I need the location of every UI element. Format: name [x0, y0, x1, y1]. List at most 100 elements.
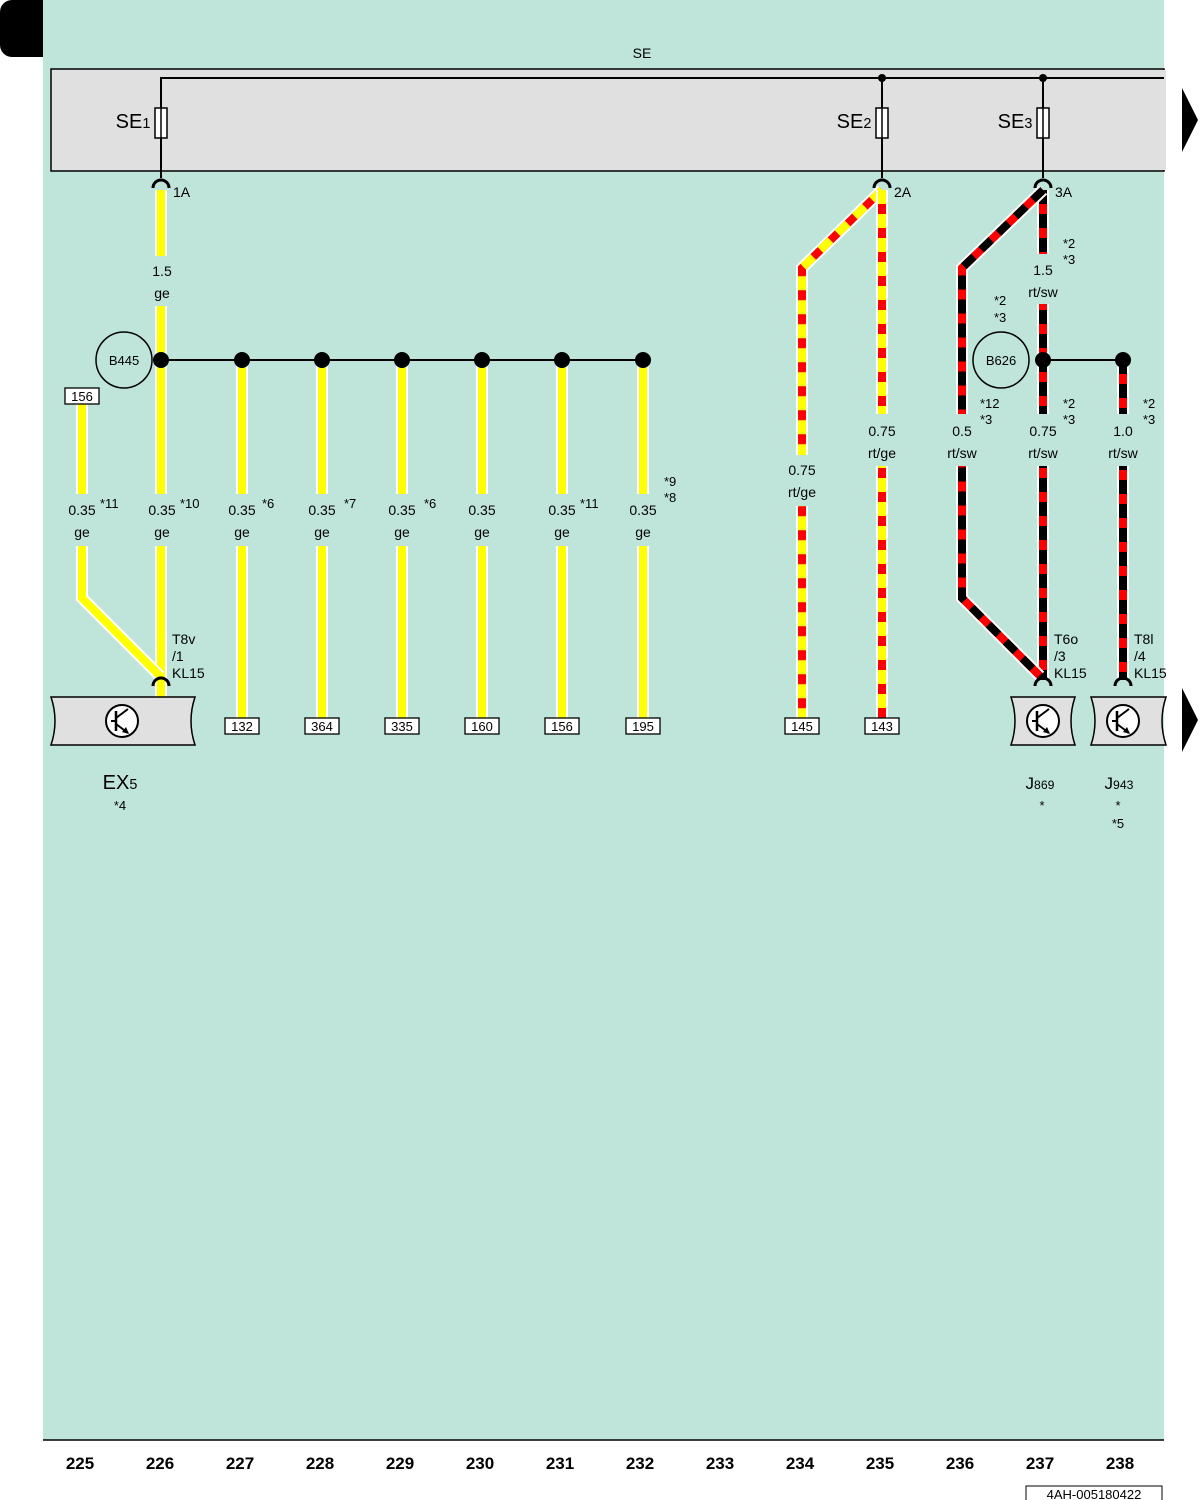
wire-236-color: rt/sw	[947, 445, 977, 461]
wire-label-gap	[394, 494, 410, 546]
wire-label-gap	[554, 494, 570, 546]
wire-231-note: *11	[580, 496, 599, 511]
component-j869-transistor-icon	[1026, 704, 1060, 738]
component-j943-transistor-icon	[1106, 704, 1140, 738]
symbols-layer	[49, 74, 1168, 746]
continue-arrow-icon[interactable]	[1182, 88, 1198, 152]
column-number-238: 238	[1106, 1454, 1134, 1473]
wire-label-gap	[314, 494, 330, 546]
wire-231-color: ge	[554, 524, 570, 540]
ref-234: 145	[791, 719, 813, 734]
wire-232-note: *9	[664, 474, 676, 489]
component-j869-transistor-collector	[1036, 708, 1050, 719]
ref-227-box	[224, 717, 260, 735]
wire-225-note: *11	[100, 496, 119, 511]
wire-227-size: 0.35	[228, 502, 255, 518]
wire-237-note: *3	[1063, 412, 1075, 427]
connector-j943-pin-icon	[1113, 676, 1133, 687]
wire-label-gap	[874, 414, 890, 466]
component-ex5-transistor-icon	[105, 704, 139, 738]
connector-j869-pin-icon	[1033, 676, 1053, 687]
wire-234-stripe	[798, 187, 885, 718]
wire-235-color: rt/ge	[868, 445, 896, 461]
wire-237-top-color: rt/sw	[1028, 284, 1058, 300]
wire-225-color: ge	[74, 524, 90, 540]
ref-232-box	[625, 717, 661, 735]
wire-236-size: 0.5	[952, 423, 972, 439]
wire-label-gap	[153, 256, 169, 306]
branch-note: *2	[994, 293, 1006, 308]
connector-ex5-label: T8v	[172, 631, 195, 647]
connector-j869-label: KL15	[1054, 665, 1087, 681]
wire-234-color: rt/ge	[788, 484, 816, 500]
wire-225	[78, 404, 163, 679]
column-number-230: 230	[466, 1454, 494, 1473]
connector-j869-label: /3	[1054, 648, 1066, 664]
column-number-226: 226	[146, 1454, 174, 1473]
wire-236-note: *12	[980, 396, 1000, 411]
splice-dot	[554, 352, 570, 368]
ref-229: 335	[391, 719, 413, 734]
component-j869-note: *	[1039, 798, 1044, 813]
wires-layer	[74, 185, 1131, 718]
splice-b626-label: B626	[986, 353, 1016, 368]
splice-b445-icon	[95, 331, 153, 389]
wire-232-size: 0.35	[629, 502, 656, 518]
pin-connector-icon	[1033, 178, 1053, 189]
fuse-pin-label: 2A	[894, 184, 912, 200]
component-j943-note: *	[1115, 798, 1120, 813]
ref-232: 195	[632, 719, 654, 734]
wire-238-note: *2	[1143, 396, 1155, 411]
column-number-233: 233	[706, 1454, 734, 1473]
splice-dot	[234, 352, 250, 368]
column-number-237: 237	[1026, 1454, 1054, 1473]
wire-label-gap	[1035, 414, 1051, 466]
ref-234-box	[784, 717, 820, 735]
wire-227-color: ge	[234, 524, 250, 540]
component-ex5-transistor-collector	[115, 708, 129, 719]
connector-j869-label: T6o	[1054, 631, 1078, 647]
wire-230-color: ge	[474, 524, 490, 540]
wire-label-gap	[74, 494, 90, 546]
wire-label-gap	[794, 455, 810, 506]
wire-229-note: *6	[424, 496, 436, 511]
wire-label-gap	[635, 494, 651, 546]
ref-231-box	[544, 717, 580, 735]
wire-236-note: *3	[980, 412, 992, 427]
ref-230: 160	[471, 719, 493, 734]
fuse-box-continuation	[1160, 70, 1166, 170]
splice-dot	[394, 352, 410, 368]
continue-arrow-icon[interactable]	[1182, 688, 1198, 752]
wire-225-size: 0.35	[68, 502, 95, 518]
wire-label-gap	[234, 494, 250, 546]
wire-234-size: 0.75	[788, 462, 815, 478]
connector-ex5-label: KL15	[172, 665, 205, 681]
column-number-232: 232	[626, 1454, 654, 1473]
wire-237-note: *2	[1063, 396, 1075, 411]
wire-label-gap	[954, 414, 970, 466]
wire-238-size: 1.0	[1113, 423, 1133, 439]
wire-238-note: *3	[1143, 412, 1155, 427]
wire-228-size: 0.35	[308, 502, 335, 518]
wire-label-gap	[153, 494, 169, 546]
component-j943-label: J943	[1105, 774, 1134, 793]
connector-j943-label: /4	[1134, 648, 1146, 664]
ref-231: 156	[551, 719, 573, 734]
ref-225-box	[64, 387, 100, 405]
connector-j943-label: KL15	[1134, 665, 1167, 681]
ref-235-box	[864, 717, 900, 735]
wire-229-color: ge	[394, 524, 410, 540]
component-j943-transistor-arrow	[1123, 727, 1130, 734]
ref-228: 364	[311, 719, 333, 734]
splice-dot	[1035, 352, 1051, 368]
wire-237-top-size: 1.5	[1033, 262, 1053, 278]
wire-229-size: 0.35	[388, 502, 415, 518]
column-number-231: 231	[546, 1454, 574, 1473]
doc-number-box	[1025, 1485, 1163, 1500]
wire-237-color: rt/sw	[1028, 445, 1058, 461]
fuse-3-label: SE3	[998, 111, 1033, 133]
column-number-225: 225	[66, 1454, 94, 1473]
fuse-2-label: SE2	[837, 111, 872, 133]
